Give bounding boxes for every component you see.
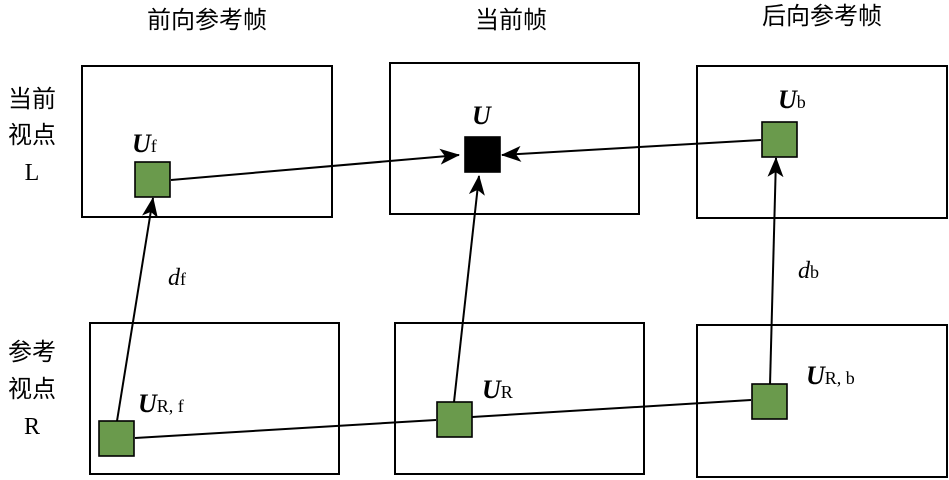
label-u-r: UR: [482, 375, 513, 404]
row-label-reference-line3: R: [24, 414, 40, 440]
line-ur-to-urb: [471, 399, 752, 418]
arrow-urb-to-ub: [767, 157, 784, 386]
block-u-b: [761, 121, 798, 158]
row-label-reference-line1: 参考: [8, 338, 56, 366]
label-d-b: db: [798, 258, 819, 284]
block-u-r-b: [751, 383, 788, 420]
arrow-ub-to-u: [501, 139, 762, 162]
block-u-r-f: [98, 420, 135, 457]
block-u-f: [134, 161, 171, 198]
frame-current-reference-view: [394, 322, 645, 475]
label-u-r-f: UR, f: [138, 389, 184, 418]
block-u-r: [436, 401, 473, 438]
frame-current-current-view: [389, 62, 640, 215]
arrow-ur-to-u: [453, 175, 485, 403]
column-title-backward: 后向参考帧: [762, 2, 882, 30]
frame-backward-reference-view: [696, 324, 948, 478]
arrow-urf-to-uf: [116, 197, 158, 422]
label-u-f: Uf: [132, 129, 157, 158]
label-u-r-b: UR, b: [806, 361, 855, 390]
arrow-uf-to-u: [170, 148, 460, 181]
column-title-forward: 前向参考帧: [147, 6, 267, 34]
frame-backward-current-view: [696, 65, 948, 219]
line-urf-to-ur: [134, 419, 437, 439]
label-u-b: Ub: [778, 85, 806, 114]
row-label-current-line3: L: [25, 160, 40, 186]
label-d-f: df: [168, 265, 186, 291]
row-label-reference-line2: 视点: [8, 375, 56, 403]
block-u-current: [464, 136, 501, 173]
column-title-current: 当前帧: [475, 6, 547, 34]
frame-forward-reference-view: [89, 322, 340, 475]
label-u: U: [472, 101, 492, 130]
row-label-current-line2: 视点: [8, 121, 56, 149]
row-label-current-line1: 当前: [8, 85, 56, 113]
frame-forward-current-view: [81, 65, 333, 218]
